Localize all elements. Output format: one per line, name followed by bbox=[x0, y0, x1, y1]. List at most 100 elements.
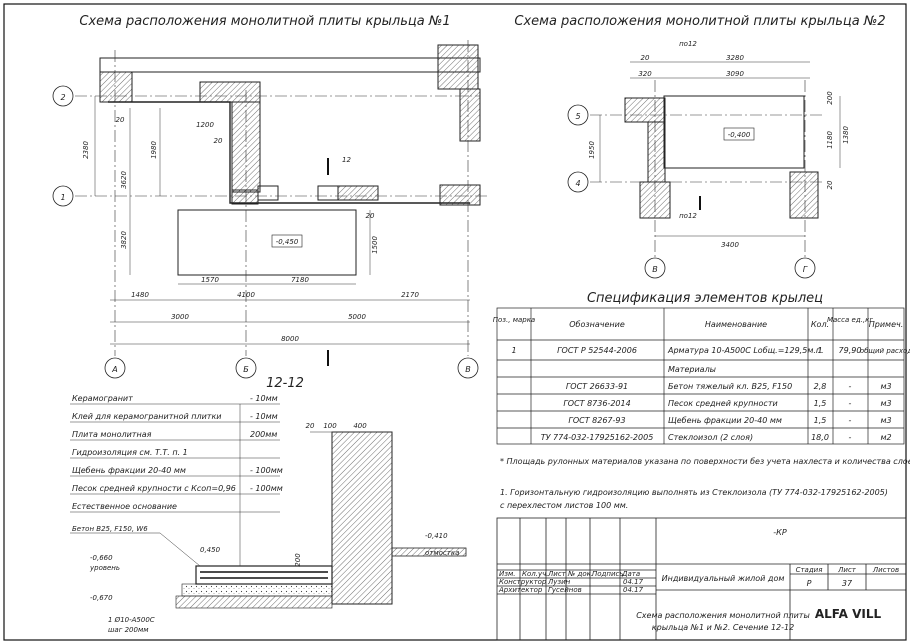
axis-label: В bbox=[465, 365, 471, 374]
layer-thickness: - 10мм bbox=[250, 412, 278, 421]
stamp-header: Кол.уч. bbox=[522, 570, 548, 578]
axis-marker bbox=[235, 357, 257, 379]
dim-label: 1380 bbox=[842, 126, 850, 144]
wall bbox=[231, 189, 259, 205]
plan-1: Схема расположения монолитной плиты крыл… bbox=[52, 14, 490, 379]
stamp-header: № док. bbox=[567, 570, 593, 578]
spec-cell: Бетон тяжелый кл. В25, F150 bbox=[668, 382, 792, 391]
dim-label: 8000 bbox=[281, 335, 299, 343]
stamp-sheet: 37 bbox=[842, 579, 853, 588]
axis-marker bbox=[52, 185, 74, 207]
sheet-frame bbox=[3, 3, 907, 641]
level-label: -0,670 bbox=[90, 594, 113, 602]
spec-header: Наименование bbox=[705, 320, 767, 329]
spec-cell: ГОСТ Р 52544-2006 bbox=[557, 346, 637, 355]
rebar-label: 1 Ø10-А500С bbox=[108, 616, 155, 624]
spec-cell: Щебень фракции 20-40 мм bbox=[668, 416, 782, 425]
foundation-wall bbox=[331, 431, 393, 605]
level-label: -0,450 bbox=[276, 238, 299, 246]
spec-title: Спецификация элементов крылец bbox=[587, 291, 823, 306]
spec-cell: 2,8 bbox=[814, 382, 827, 391]
level-box bbox=[271, 234, 303, 248]
axis-label: В bbox=[652, 265, 658, 274]
axis-label: 4 bbox=[575, 179, 580, 188]
company-logo: ALFA VILL bbox=[815, 607, 882, 621]
spec-header: Обозначение bbox=[569, 320, 625, 329]
stamp-project: Индивидуальный жилой дом bbox=[662, 574, 785, 583]
stamp-sheets-label: Листов bbox=[872, 566, 899, 574]
concrete-label: Бетон В25, F150, W6 bbox=[72, 525, 148, 533]
spec-cell: 1,5 bbox=[814, 399, 827, 408]
stamp-drawing-title: Схема расположения монолитной плиты bbox=[636, 611, 810, 620]
section-title: 12-12 bbox=[266, 376, 304, 391]
dim-label: 1570 bbox=[201, 276, 219, 284]
note-line: 1. Горизонтальную гидроизоляцию выполнят… bbox=[500, 488, 888, 497]
axis-label: 2 bbox=[60, 93, 65, 102]
dim-label: 20 bbox=[214, 137, 223, 145]
blind-area bbox=[391, 547, 467, 557]
dim-label: 20 bbox=[366, 212, 375, 220]
plan1-title: Схема расположения монолитной плиты крыл… bbox=[79, 14, 450, 29]
spec-cell: - bbox=[849, 416, 852, 425]
slab-edge bbox=[108, 101, 470, 204]
axis-marker bbox=[567, 171, 589, 193]
spec-cell: 18,0 bbox=[811, 433, 829, 442]
spec-cell: 79,90 bbox=[839, 346, 862, 355]
axis-label: Г bbox=[803, 265, 808, 274]
cut-label: по12 bbox=[679, 212, 697, 220]
plan2-title: Схема расположения монолитной плиты крыл… bbox=[514, 14, 885, 29]
dim-label: 1500 bbox=[371, 236, 379, 254]
dim-label: по12 bbox=[679, 40, 697, 48]
wall bbox=[99, 71, 133, 103]
layer-name: Гидроизоляция см. Т.Т. п. 1 bbox=[72, 448, 188, 457]
level-note: отмостка bbox=[425, 549, 459, 557]
spec-header: Поз., марка bbox=[493, 316, 535, 324]
dim-label: 4100 bbox=[237, 291, 255, 299]
spec-cell: ТУ 774-032-17925162-2005 bbox=[541, 433, 654, 442]
axis-marker bbox=[794, 257, 816, 279]
wall bbox=[337, 185, 379, 201]
layer-name: Естественное основание bbox=[72, 502, 177, 511]
spec-cell: общий расход bbox=[860, 347, 910, 355]
level-note: уровень bbox=[89, 564, 120, 572]
layer-name: Плита монолитная bbox=[72, 430, 152, 439]
note-line: с перехлестом листов 100 мм. bbox=[500, 501, 628, 510]
axis-marker bbox=[104, 357, 126, 379]
dim-label: 100 bbox=[323, 422, 337, 430]
dim-label: 1180 bbox=[826, 131, 834, 149]
dim-label: 1200 bbox=[196, 121, 214, 129]
dim-label: 20 bbox=[641, 54, 650, 62]
stamp-date: 04.17 bbox=[623, 586, 644, 594]
wall bbox=[439, 184, 481, 206]
dim-label: 2380 bbox=[82, 141, 90, 159]
spec-cell: Песок средней крупности bbox=[668, 399, 778, 408]
layer-name: Песок средней крупности с Ксоп=0,96 bbox=[72, 484, 236, 493]
layer-thickness: - 10мм bbox=[250, 394, 278, 403]
dim-label: 3400 bbox=[721, 241, 739, 249]
layer-name: Керамогранит bbox=[72, 394, 133, 403]
layer-name: Щебень фракции 20-40 мм bbox=[72, 466, 186, 475]
level-label: -0,660 bbox=[90, 554, 113, 562]
spec-cell: 1 bbox=[817, 346, 822, 355]
stamp-sheet-label: Лист bbox=[837, 566, 857, 574]
axis-label: 5 bbox=[575, 112, 580, 121]
spec-header: Масса ед.,кг bbox=[827, 316, 873, 324]
spec-cell: Материалы bbox=[668, 365, 716, 374]
stamp-code: -КР bbox=[773, 528, 787, 537]
stamp-drawing-title: крыльца №1 и №2. Сечение 12-12 bbox=[652, 623, 794, 632]
cut-label: 12 bbox=[342, 156, 351, 164]
dim-label: 1980 bbox=[150, 141, 158, 159]
porch-slab bbox=[195, 565, 333, 585]
axis-marker bbox=[567, 104, 589, 126]
level-label: 0,450 bbox=[200, 546, 221, 554]
wall bbox=[199, 81, 261, 103]
spec-cell: - bbox=[849, 433, 852, 442]
stamp-stage: Р bbox=[807, 579, 812, 588]
stamp-name: Гусейнов bbox=[548, 586, 582, 594]
dim-label: 5000 bbox=[348, 313, 366, 321]
dim-label: 400 bbox=[353, 422, 367, 430]
spec-cell: - bbox=[849, 399, 852, 408]
